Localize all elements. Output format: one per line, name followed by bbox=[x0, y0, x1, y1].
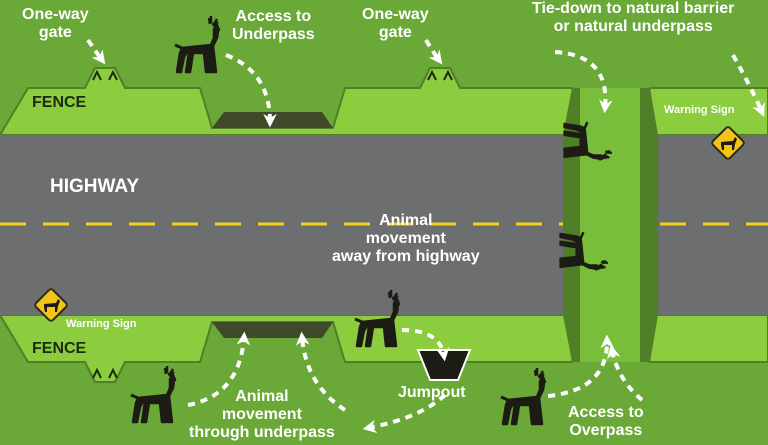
dashed-arrow-icon bbox=[606, 344, 644, 402]
fence-label-top: FENCE bbox=[32, 94, 87, 111]
dashed-arrow-icon bbox=[86, 38, 106, 65]
warning-sign-label-left: Warning Sign bbox=[66, 318, 137, 330]
dashed-arrow-icon bbox=[295, 331, 347, 412]
dashed-arrow-icon bbox=[731, 54, 765, 117]
fence-band-bottom-right bbox=[638, 314, 768, 363]
warning-sign-label-right: Warning Sign bbox=[664, 104, 735, 116]
underpass-bottom bbox=[212, 322, 333, 338]
fence-label-bottom: FENCE bbox=[32, 340, 87, 357]
dashed-arrow-icon bbox=[187, 331, 251, 407]
overpass-edge-right bbox=[640, 88, 658, 362]
jumpout-label: Jumpout bbox=[398, 384, 466, 401]
dashed-arrow-icon bbox=[401, 328, 450, 362]
jumpout-icon bbox=[416, 349, 472, 381]
highway-label: HIGHWAY bbox=[50, 176, 140, 197]
underpass-top bbox=[212, 112, 333, 128]
dashed-arrow-icon bbox=[424, 38, 443, 65]
overpass-deck bbox=[580, 88, 640, 362]
dashed-arrow-icon bbox=[554, 50, 613, 114]
dashed-arrow-icon bbox=[547, 334, 614, 398]
dashed-arrow-icon bbox=[225, 53, 277, 128]
